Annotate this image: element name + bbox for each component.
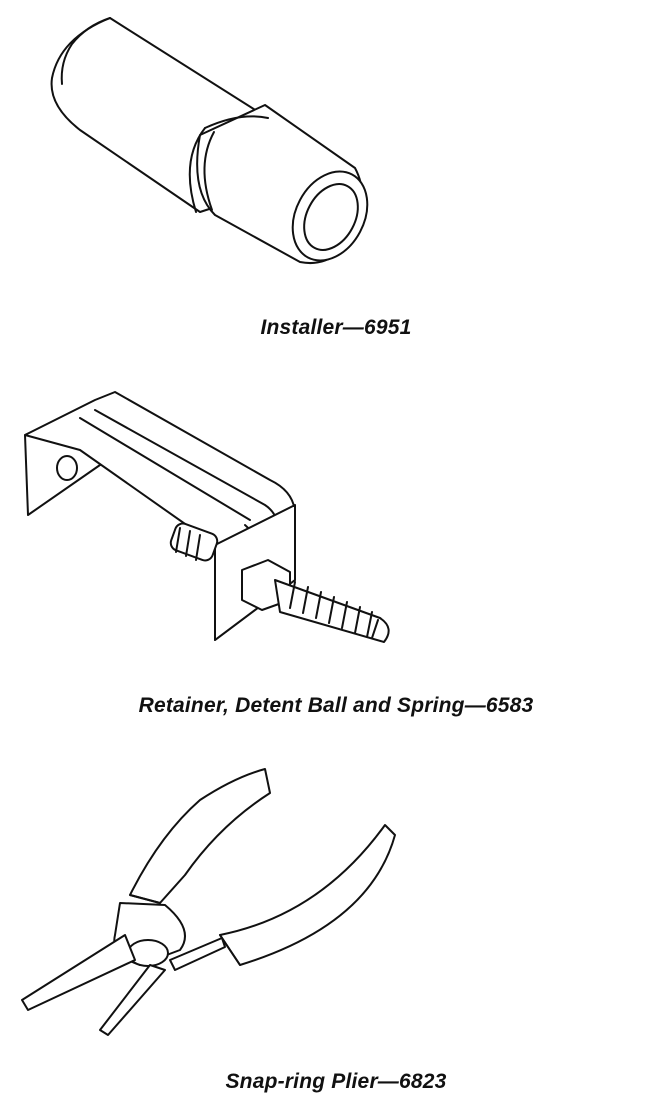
retainer-figure (0, 380, 672, 680)
retainer-caption: Retainer, Detent Ball and Spring—6583 (138, 694, 534, 717)
plier-figure (0, 755, 672, 1055)
installer-caption: Installer—6951 (260, 316, 412, 339)
plier-icon (21, 768, 396, 1036)
plier-caption: Snap-ring Plier—6823 (225, 1070, 447, 1093)
installer-icon (50, 17, 369, 264)
installer-figure (0, 0, 672, 300)
retainer-icon (24, 391, 390, 643)
